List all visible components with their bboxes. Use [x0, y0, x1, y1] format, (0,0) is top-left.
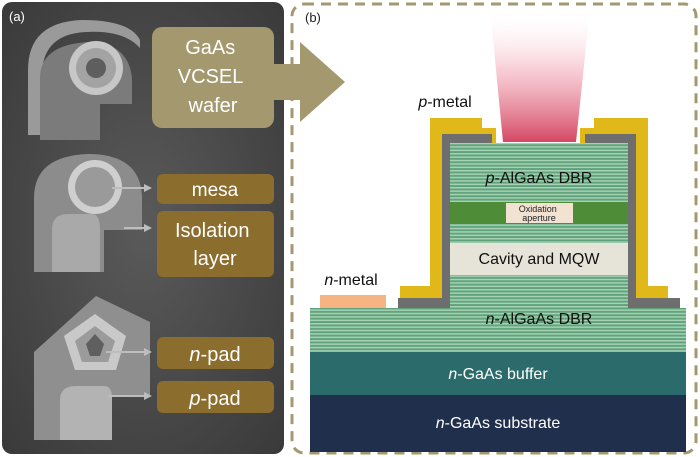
n-metal-pad	[320, 295, 386, 308]
sem-device-middle	[34, 154, 142, 272]
sem-device-middle-isolation	[52, 214, 100, 272]
dielectric-left	[398, 134, 492, 308]
panel-a: (a) GaAs VCSEL wafer	[2, 2, 284, 454]
wafer-label: GaAs VCSEL wafer	[178, 37, 248, 117]
sem-device-top	[28, 20, 140, 140]
n-metal-label-rest: -metal	[333, 272, 377, 289]
p-dbr-label-italic: p	[485, 170, 495, 187]
n-metal-label-italic: n	[324, 272, 333, 289]
n-metal-label: n-metal	[324, 272, 377, 289]
wafer-label-line-1: GaAs	[185, 37, 235, 59]
substrate-label-rest: -GaAs substrate	[445, 415, 561, 432]
ppad-label-italic: p	[188, 388, 200, 410]
panel-b-border	[290, 2, 698, 455]
npad-label: n-pad	[189, 344, 240, 366]
wafer-label-line-3: wafer	[188, 95, 238, 117]
n-dbr-label-italic: n	[486, 311, 495, 328]
wafer-label-line-2: VCSEL	[178, 66, 243, 88]
ppad-label: p-pad	[188, 388, 240, 410]
sem-device-middle-ring	[75, 167, 115, 207]
p-metal-right	[580, 118, 668, 298]
n-dbr-layer	[310, 308, 686, 352]
isolation-label-line-2: layer	[193, 248, 237, 270]
p-dbr-lower	[450, 224, 628, 243]
isolation-label-box	[157, 211, 274, 277]
buffer-label-italic: n	[448, 366, 457, 383]
buffer-label: n-GaAs buffer	[448, 366, 548, 383]
mesa-label: mesa	[192, 180, 239, 201]
sem-device-bottom-ppad	[60, 386, 112, 440]
oxidation-label-line-1: Oxidation	[519, 204, 557, 214]
npad-label-italic: n	[189, 344, 200, 366]
npad-label-rest: -pad	[201, 344, 241, 366]
panel-b: (b) p-metal n-metal p-AlGaAs DBR	[290, 2, 698, 455]
p-metal-label: p-metal	[417, 94, 471, 111]
isolation-label-line-1: Isolation	[175, 220, 250, 242]
substrate-layer	[310, 395, 686, 452]
substrate-label-italic: n	[436, 415, 445, 432]
n-dbr-label: n-AlGaAs DBR	[486, 311, 593, 328]
ppad-label-rest: -pad	[201, 388, 241, 410]
npad-label-box	[157, 337, 274, 369]
panel-b-tag: (b)	[305, 10, 321, 25]
p-dbr-label: p-AlGaAs DBR	[485, 170, 593, 187]
oxidation-aperture	[506, 203, 573, 223]
p-dbr-label-rest: -AlGaAs DBR	[495, 170, 593, 187]
buffer-label-rest: -GaAs buffer	[457, 366, 548, 383]
sem-device-top-arc	[28, 20, 140, 135]
n-dbr-label-rest: -AlGaAs DBR	[495, 311, 593, 328]
sem-device-bottom	[34, 296, 150, 440]
buffer-layer	[310, 352, 686, 395]
mesa-lower-dbr	[450, 275, 628, 308]
oxidation-label-line-2: aperture	[522, 213, 556, 223]
isolation-label: Isolation layer	[175, 220, 255, 270]
wafer-label-box	[152, 27, 274, 128]
sem-device-bottom-core	[86, 334, 104, 356]
p-metal-label-italic: p	[417, 94, 427, 111]
panel-a-tag: (a)	[9, 9, 25, 24]
mesa-label-box	[157, 174, 274, 204]
laser-beam	[490, 8, 590, 142]
cavity-layer	[450, 243, 628, 275]
p-metal-label-rest: -metal	[427, 94, 471, 111]
p-dbr-upper	[450, 143, 628, 202]
sem-device-top-aperture	[86, 58, 106, 78]
cavity-label: Cavity and MQW	[479, 251, 601, 268]
wafer-to-device-arrow	[270, 42, 345, 122]
oxidation-label: Oxidation aperture	[519, 204, 560, 223]
ppad-label-box	[157, 381, 274, 413]
substrate-label: n-GaAs substrate	[436, 415, 561, 432]
dielectric-right	[585, 134, 680, 308]
